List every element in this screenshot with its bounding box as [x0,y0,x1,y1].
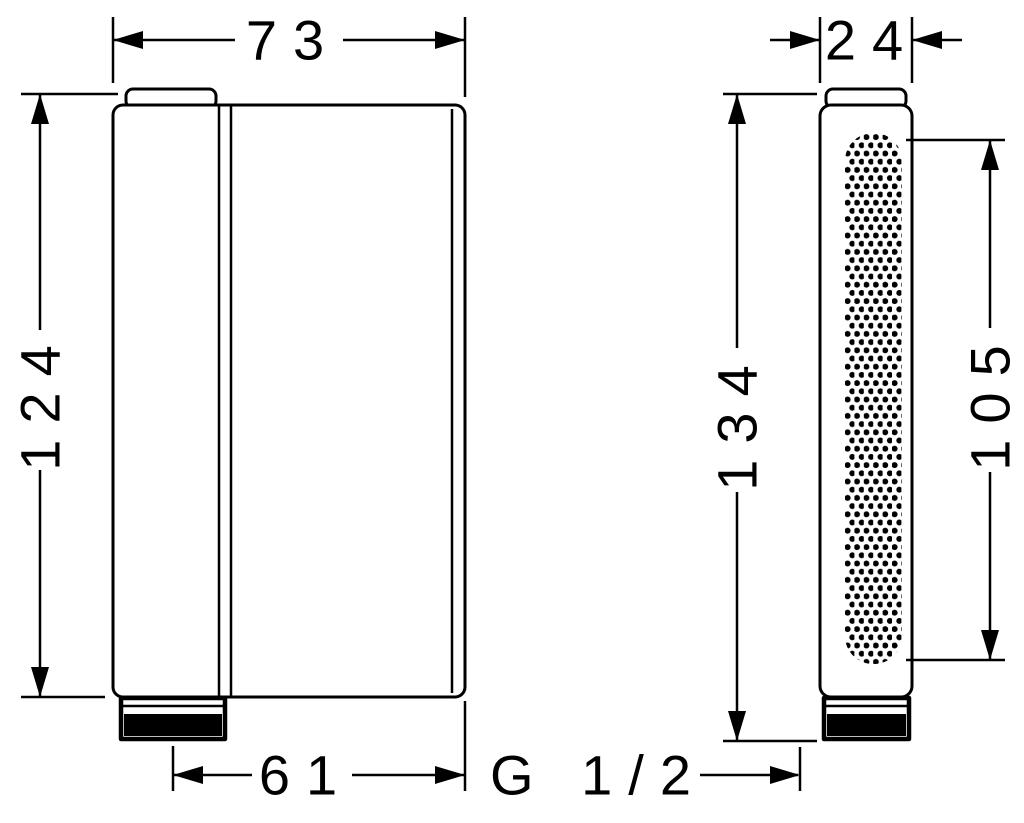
arrowhead-left [113,31,143,49]
spray-face-length-label: 105 [959,329,1022,470]
side-connector-thread [827,714,906,736]
arrowhead-top [31,94,49,124]
front-hose-connector [118,695,228,742]
dimension-outlet-offset: 61 [171,701,467,807]
spray-nozzle-dots [845,133,902,664]
arrowhead-top [981,140,999,170]
arrowhead-left [790,31,820,49]
front-width-label: 73 [246,9,340,72]
arrowhead-right [770,766,800,784]
dimension-side-depth: 24 [770,9,962,83]
side-view [818,87,914,742]
dimension-front-height: 124 [9,92,118,699]
dimension-spray-face-length: 105 [906,138,1022,662]
arrowhead-right [435,31,465,49]
arrowhead-bottom [728,711,746,741]
dimension-total-length: 134 [706,92,817,743]
arrowhead-bottom [31,667,49,697]
front-height-label: 124 [9,329,72,470]
thread-label: G 1/2 [490,744,707,807]
thread-callout: G 1/2 [490,744,802,807]
arrowhead-left [173,766,203,784]
outlet-offset-label: 61 [259,744,353,807]
side-depth-label: 24 [825,9,919,72]
front-connector-thread [124,714,222,736]
front-view [111,87,467,742]
dimension-front-width: 73 [111,9,467,97]
arrowhead-right [912,31,942,49]
front-body [111,103,467,699]
total-length-label: 134 [706,349,769,490]
arrowhead-bottom [981,630,999,660]
arrowhead-top [728,94,746,124]
arrowhead-right [435,766,465,784]
side-hose-connector [821,695,912,742]
